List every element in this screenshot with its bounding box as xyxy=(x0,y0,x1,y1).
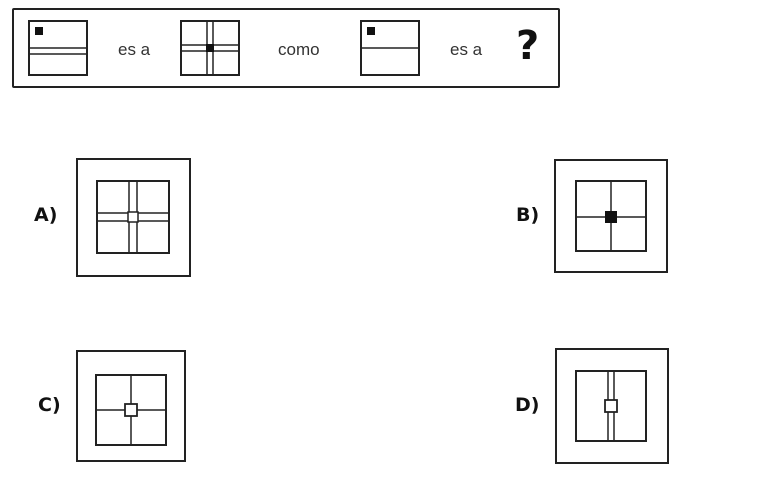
option-a-figure[interactable] xyxy=(69,147,200,286)
option-a-label[interactable]: A) xyxy=(34,204,58,226)
connector-es-a-2: es a xyxy=(450,40,483,59)
option-b-label[interactable]: B) xyxy=(516,204,540,226)
analogy-figure-1 xyxy=(28,20,88,76)
option-c-label[interactable]: C) xyxy=(38,394,61,416)
connector-es-a-1: es a xyxy=(118,40,151,59)
analogy-panel: es a como es a ? xyxy=(12,8,560,88)
connector-como: como xyxy=(278,40,320,59)
option-d-figure[interactable] xyxy=(550,341,676,469)
analogy-figure-2 xyxy=(180,20,240,76)
question-mark-icon: ? xyxy=(516,23,540,69)
analogy-figure-3 xyxy=(360,20,420,76)
option-c-figure[interactable] xyxy=(69,337,193,470)
option-d-label[interactable]: D) xyxy=(515,394,540,416)
option-b-figure[interactable] xyxy=(548,151,675,279)
